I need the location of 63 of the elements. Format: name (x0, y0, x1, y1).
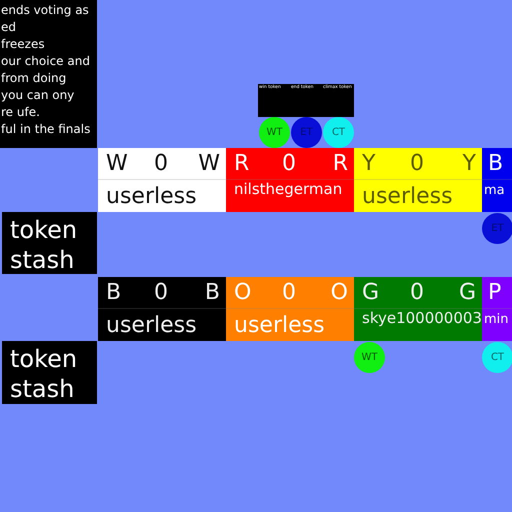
rule-text: from doing (1, 72, 66, 84)
color-letter: G (362, 282, 380, 304)
player-name: userless (234, 315, 325, 337)
player-name: userless (106, 315, 197, 337)
player-name: userless (106, 186, 197, 208)
chip-label: ET (300, 127, 313, 138)
color-letter: O (234, 282, 252, 304)
score-value: 0 (282, 282, 296, 304)
chip-label: WT (362, 352, 378, 363)
token-chip (291, 117, 322, 148)
color-letter: W (106, 153, 128, 175)
rule-text: you can ony (1, 89, 74, 101)
rule-text: ends voting as (1, 4, 89, 16)
token-slot (322, 84, 354, 117)
color-letter: B (106, 282, 122, 304)
color-letter: O (330, 282, 348, 304)
player-name: skye100000003 (362, 311, 482, 326)
player-name: ma (484, 184, 505, 197)
rule-text: ful in the finals (1, 123, 90, 135)
stash-label: token stash (10, 344, 78, 404)
rule-text: our choice and (1, 55, 90, 67)
player-name: nilsthegerman (234, 182, 342, 197)
rule-text: ed (1, 21, 16, 33)
token-stash-panel (2, 341, 97, 404)
chip-label: ET (491, 223, 504, 234)
score-value: 0 (410, 282, 424, 304)
color-letter: R (234, 153, 250, 175)
stash-label: token stash (10, 215, 78, 274)
token-stash-panel (2, 212, 97, 274)
player-tile (482, 148, 512, 212)
color-letter: W (198, 153, 220, 175)
color-letter: B (204, 282, 220, 304)
token-chip (323, 117, 354, 148)
score-value: 0 (154, 282, 168, 304)
color-letter: G (458, 282, 476, 304)
color-letter: R (332, 153, 348, 175)
token-chip (259, 117, 290, 148)
token-slot (258, 84, 290, 117)
color-letter: B (488, 153, 504, 175)
chip-label: WT (266, 127, 282, 138)
color-letter: P (488, 282, 502, 304)
player-tile (226, 277, 354, 341)
token-chip (354, 342, 385, 373)
player-name: userless (362, 186, 453, 208)
rule-text: re ufe. (1, 106, 40, 118)
color-letter: Y (362, 153, 376, 175)
chip-label: CT (332, 127, 346, 138)
score-value: 0 (410, 153, 424, 175)
player-tile (98, 277, 226, 341)
chip-label: CT (490, 352, 504, 363)
player-name: min (484, 313, 509, 326)
color-letter: Y (462, 153, 476, 175)
player-tile (98, 148, 226, 212)
token-chip (482, 213, 512, 244)
score-value: 0 (282, 153, 296, 175)
player-tile (226, 148, 354, 212)
player-tile (482, 277, 512, 341)
token-chip (482, 342, 512, 373)
rule-text: freezes (1, 38, 45, 50)
info-panel (0, 0, 97, 148)
player-tile (354, 148, 482, 212)
score-value: 0 (154, 153, 168, 175)
player-tile (354, 277, 482, 341)
